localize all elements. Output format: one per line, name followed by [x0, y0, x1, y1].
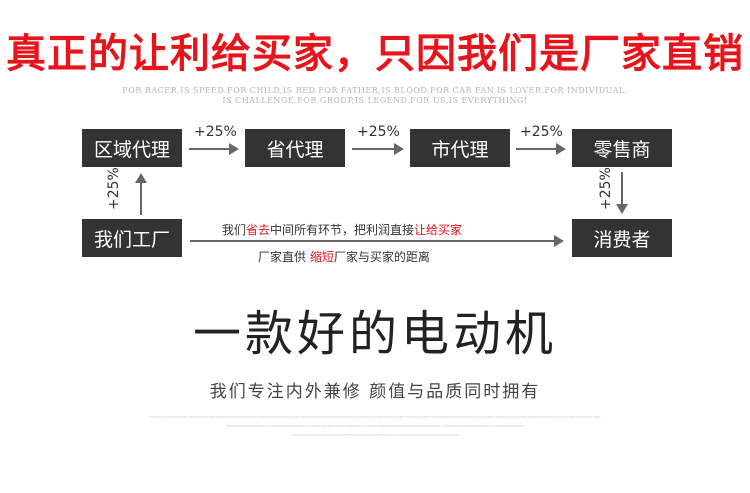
box-regional-agent-label: 区域代理	[93, 138, 170, 161]
caption-1-part2: 中间所有环节，把利润直接	[270, 223, 415, 237]
increment-label-right: +25%	[598, 167, 614, 210]
box-retailer-label: 零售商	[593, 138, 651, 161]
box-city-agent: 市代理	[410, 129, 510, 167]
subtext-line-1: FOR RACER,IS SPEED.FOR CHILD,IS RED.FOR …	[122, 86, 628, 95]
product-title: 一款好的电动机	[192, 306, 557, 362]
caption-2-highlight: 缩短	[309, 250, 334, 264]
caption-2-part1: 厂家直供	[258, 250, 310, 264]
arrow-up-left	[135, 173, 147, 215]
arrow-right-1	[189, 143, 239, 155]
box-factory-label: 我们工厂	[93, 228, 170, 251]
caption-2-part2: 厂家与买家的距离	[333, 250, 430, 264]
caption-1-highlight2: 让给买家	[414, 223, 463, 237]
caption-1-highlight1: 省去	[246, 223, 271, 237]
box-consumer-label: 消费者	[593, 228, 651, 251]
direct-line-caption-1: 我们省去中间所有环节，把利润直接让给买家	[222, 221, 462, 238]
caption-1-part1: 我们	[222, 223, 247, 237]
arrow-direct	[190, 235, 564, 247]
direct-line-caption-2: 厂家直供 缩短厂家与买家的距离	[258, 248, 430, 265]
fine-print-line-1: FORRACERSISSPEEDFORCHILDISREDFORFATHERIS…	[149, 415, 601, 419]
arrow-right-3	[516, 143, 566, 155]
increment-label-left: +25%	[106, 167, 122, 210]
arrow-right-2	[352, 143, 404, 155]
box-provincial-agent: 省代理	[245, 129, 345, 167]
arrow-down-right	[616, 172, 628, 214]
box-retailer: 零售商	[572, 129, 672, 167]
increment-label-2: +25%	[357, 124, 400, 140]
fine-print-line-2: FORRACERSISSPEEDFORCHILDISREDFORFATHERIS…	[225, 424, 525, 428]
box-factory: 我们工厂	[82, 219, 182, 257]
box-city-agent-label: 市代理	[431, 138, 489, 161]
box-provincial-agent-label: 省代理	[266, 138, 324, 161]
subtext-line-2: IS CHALLENGE.FOR GROUP,IS LEGEND.FOR US,…	[222, 96, 528, 105]
box-consumer: 消费者	[572, 219, 672, 257]
fine-print-line-3: FORGROUPISLEGENDFORUSISEVERYTHINGFORRACE…	[290, 433, 460, 437]
increment-label-3: +25%	[520, 124, 563, 140]
headline: 真正的让利给买家，只因我们是厂家直销	[6, 31, 744, 77]
increment-label-1: +25%	[194, 124, 237, 140]
product-tagline: 我们专注内外兼修 颜值与品质同时拥有	[209, 382, 541, 402]
box-regional-agent: 区域代理	[82, 129, 182, 167]
